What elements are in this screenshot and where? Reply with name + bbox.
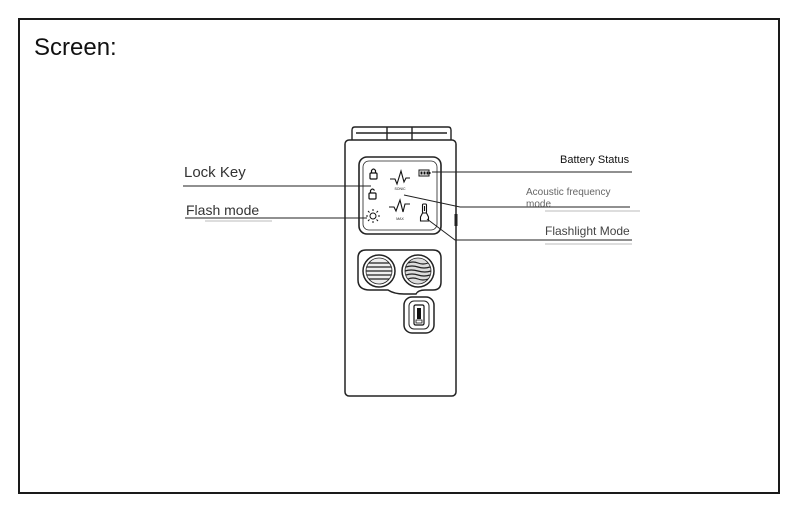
sun-icon <box>366 209 380 223</box>
flashlight-button <box>403 296 435 334</box>
speaker-grille-icon <box>401 254 435 288</box>
flashlight-icon <box>419 203 430 222</box>
speaker-grille-icon <box>362 254 396 288</box>
label-battery-status: Battery Status <box>560 154 630 166</box>
battery-icon <box>418 169 431 177</box>
label-acoustic-frequency-mode: Acoustic frequency mode <box>526 187 611 210</box>
device-top-clip <box>351 126 452 140</box>
waveform-icon <box>390 169 410 186</box>
page-title: Screen: <box>34 34 117 61</box>
leader-acoustic-frequency <box>403 194 630 208</box>
diagram-frame <box>18 18 780 494</box>
waveform-icon <box>389 198 410 213</box>
unlock-icon <box>368 188 377 200</box>
max-label: MAX <box>396 217 404 221</box>
label-flash-mode: Flash mode <box>186 202 260 218</box>
screen-inner <box>362 160 438 231</box>
leader-lines <box>183 171 632 241</box>
label-lock-key: Lock Key <box>184 164 246 181</box>
label-flashlight-mode: Flashlight Mode <box>545 224 630 238</box>
lock-icon <box>369 168 378 180</box>
leader-flashlight-mode <box>426 218 632 241</box>
sonic-label: SONIC <box>394 187 406 191</box>
